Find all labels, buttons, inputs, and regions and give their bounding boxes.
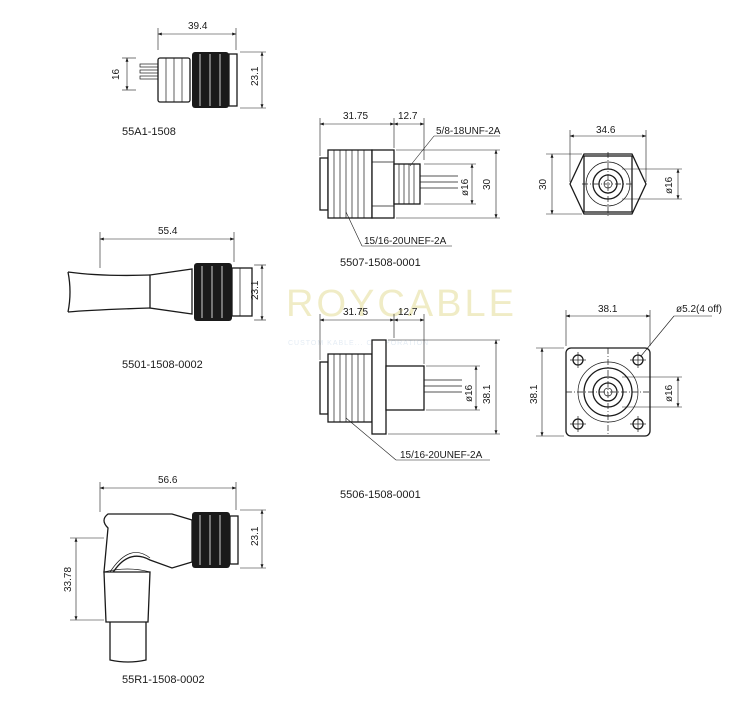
hex-flange [371,149,395,219]
dim-flange-height: 30 [482,178,493,190]
watermark: ROYCABLE CUSTOM KABLE... CORPORATION [286,283,517,347]
front-face [228,53,238,107]
dim-rear-diameter: ø16 [460,178,471,196]
dim-body-length: 31.75 [343,111,368,122]
front-face [231,267,253,317]
dim-diameter: ø16 [664,176,675,194]
dim-length: 56.6 [158,475,178,486]
dim-rear-diameter: ø16 [464,384,475,402]
knurled-nut [192,512,230,568]
thread-callout-front: 15/16-20UNEF-2A [400,450,483,461]
dim-across-flats: 30 [538,178,549,190]
dim-height-inner: 16 [111,68,122,80]
boot [149,268,193,315]
part-55r1-1508-0002: 56.6 23.1 33.78 55R1-1508-0002 [63,475,266,686]
dim-height: 23.1 [250,526,261,546]
knurled-nut [192,52,229,108]
part-5506-1508-0001-side-view: 31.75 12.7 ø16 38.1 15/16-20UNEF-2A 5506… [319,307,500,501]
knurled-nut [194,263,232,321]
rear-body [385,365,425,411]
elbow-body [103,513,193,575]
thread-callout-front: 15/16-20UNEF-2A [364,236,447,247]
dim-height: 23.1 [250,280,261,300]
dim-across-corners: 34.6 [596,125,616,136]
wires [420,175,458,189]
part-number: 55A1-1508 [122,126,176,138]
part-number: 5501-1508-0002 [122,359,203,371]
thread-lines [333,354,365,422]
part-5507-1508-0001-side-view: 31.75 12.7 5/8-18UNF-2A ø16 30 15/16-20U… [319,111,501,269]
dim-flange-height: 38.1 [529,384,540,404]
coupling-thread [327,353,373,423]
mounting-holes [570,352,646,432]
square-flange [371,339,387,435]
thread-lines [333,150,365,218]
dim-drop: 33.78 [63,567,74,592]
watermark-tagline: CUSTOM KABLE... CORPORATION [288,340,429,347]
pins [139,63,159,80]
part-number: 55R1-1508-0002 [122,674,205,686]
dim-height-outer: 23.1 [250,66,261,86]
cable [67,271,151,277]
part-number: 5506-1508-0001 [340,489,421,501]
part-5506-1508-0001-end-view: 38.1 38.1 ø16 ø5.2(4 off) [529,304,722,437]
part-55a1-1508: 39.4 16 23.1 55A1-1508 [111,21,266,138]
part-number: 5507-1508-0001 [340,257,421,269]
dim-length: 39.4 [188,21,208,32]
dim-rear-length: 12.7 [398,111,418,122]
rear-thread [393,163,421,205]
hole-callout: ø5.2(4 off) [676,304,722,315]
dim-flange-width: 38.1 [598,304,618,315]
thread-callout-rear: 5/8-18UNF-2A [436,126,501,137]
part-5507-1508-0001-end-view: 34.6 30 ø16 [538,125,682,216]
dim-body-length: 31.75 [343,307,368,318]
dim-rear-length: 12.7 [398,307,418,318]
front-shell [319,361,329,415]
dim-length: 55.4 [158,226,178,237]
watermark-brand: ROYCABLE [286,283,517,325]
dim-flange-height: 38.1 [482,384,493,404]
boot [103,571,151,623]
part-5501-1508-0002: 55.4 23.1 5501-1508-0002 [67,226,266,371]
dim-diameter: ø16 [664,384,675,402]
coupling-thread [327,149,373,219]
cable [109,622,147,663]
front-face [229,515,239,565]
front-shell [319,157,329,211]
wires [424,379,462,393]
